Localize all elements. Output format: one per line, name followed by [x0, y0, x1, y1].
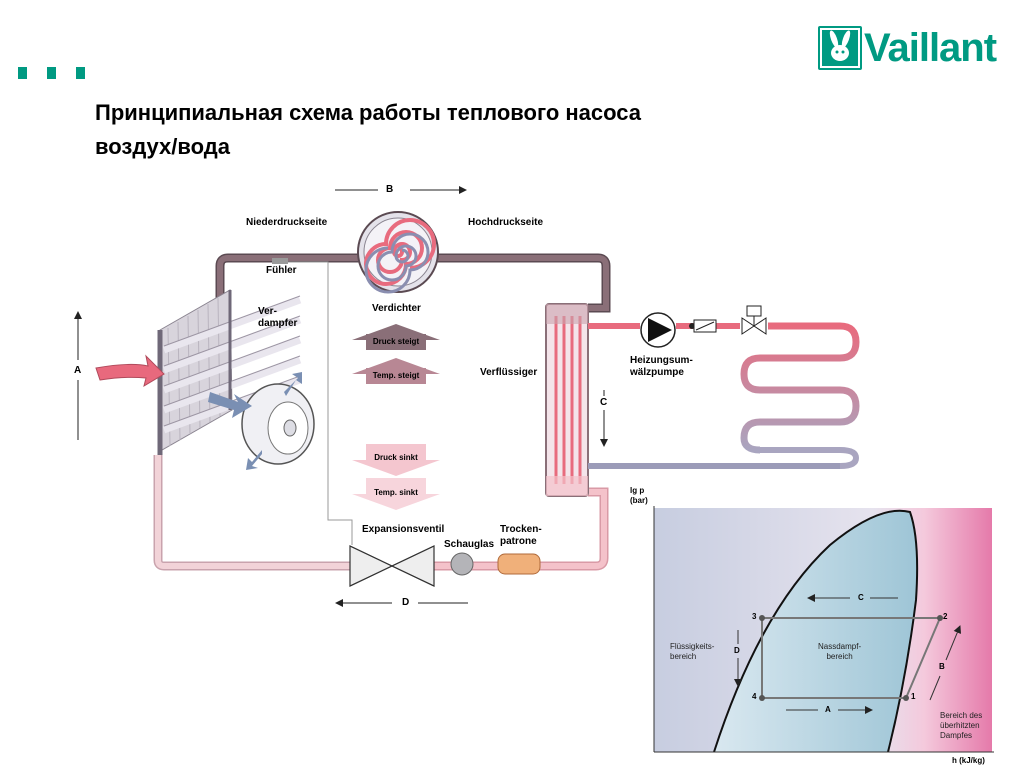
hare-logo-icon [818, 26, 862, 70]
flow-label-a: A [74, 365, 82, 376]
bullet-dots [18, 67, 85, 79]
pressure-enthalpy-diagram [653, 506, 994, 753]
pump-label: Heizungsum- wälzpumpe [630, 355, 693, 378]
valve [741, 305, 767, 335]
compressor [357, 211, 439, 294]
title-line2: воздух/вода [95, 134, 230, 159]
fan [208, 372, 315, 470]
point-4-label: 4 [752, 692, 757, 701]
sensor-label: Fühler [266, 265, 297, 276]
condenser [545, 303, 589, 497]
pressure-falls-label: Druck sinkt [374, 453, 418, 462]
point-3-label: 3 [752, 612, 757, 621]
flow-label-d: D [402, 597, 410, 608]
pressure-rises-label: Druck steigt [372, 337, 420, 346]
sight-glass-label: Schauglas [444, 539, 495, 550]
low-pressure-side-label: Niederdruckseite [246, 217, 328, 228]
temp-rises-label: Temp. steigt [372, 371, 420, 380]
high-pressure-side-label: Hochdruckseite [468, 217, 544, 228]
logo-text: Vaillant [864, 26, 997, 70]
expansion-valve [349, 545, 435, 587]
liquid-region-label: Flüssigkeits- bereich [670, 642, 715, 661]
dryer-label: Trocken- patrone [500, 524, 542, 547]
superheated-region-label: Bereich des überhitzten Dampfes [940, 711, 983, 740]
point-1-label: 1 [911, 692, 916, 701]
x-axis-label: h (kJ/kg) [952, 756, 985, 765]
title-line1: Принципиальная схема работы теплового на… [95, 100, 642, 125]
wet-steam-region-label: Nassdampf- bereich [818, 642, 862, 661]
phase-label-b: B [939, 662, 945, 671]
flow-label-c: C [600, 397, 608, 408]
compressor-label: Verdichter [372, 303, 421, 314]
point-2-label: 2 [943, 612, 948, 621]
phase-label-d: D [734, 646, 740, 655]
phase-label-a: A [825, 705, 831, 714]
evaporator-label: Ver- dampfer [258, 306, 298, 329]
page-title: Принципиальная схема работы теплового на… [95, 96, 855, 164]
sight-glass [450, 552, 474, 576]
vaillant-logo: Vaillant [818, 26, 997, 70]
y-axis-label: lg p (bar) [630, 486, 648, 505]
expansion-valve-label: Expansionsventil [362, 524, 445, 535]
circulation-pump [640, 312, 676, 348]
flow-label-b: B [386, 184, 394, 195]
phase-label-c: C [858, 593, 864, 602]
condenser-label: Verflüssiger [480, 367, 538, 378]
dryer-cartridge [497, 553, 541, 575]
temp-falls-label: Temp. sinkt [374, 488, 418, 497]
